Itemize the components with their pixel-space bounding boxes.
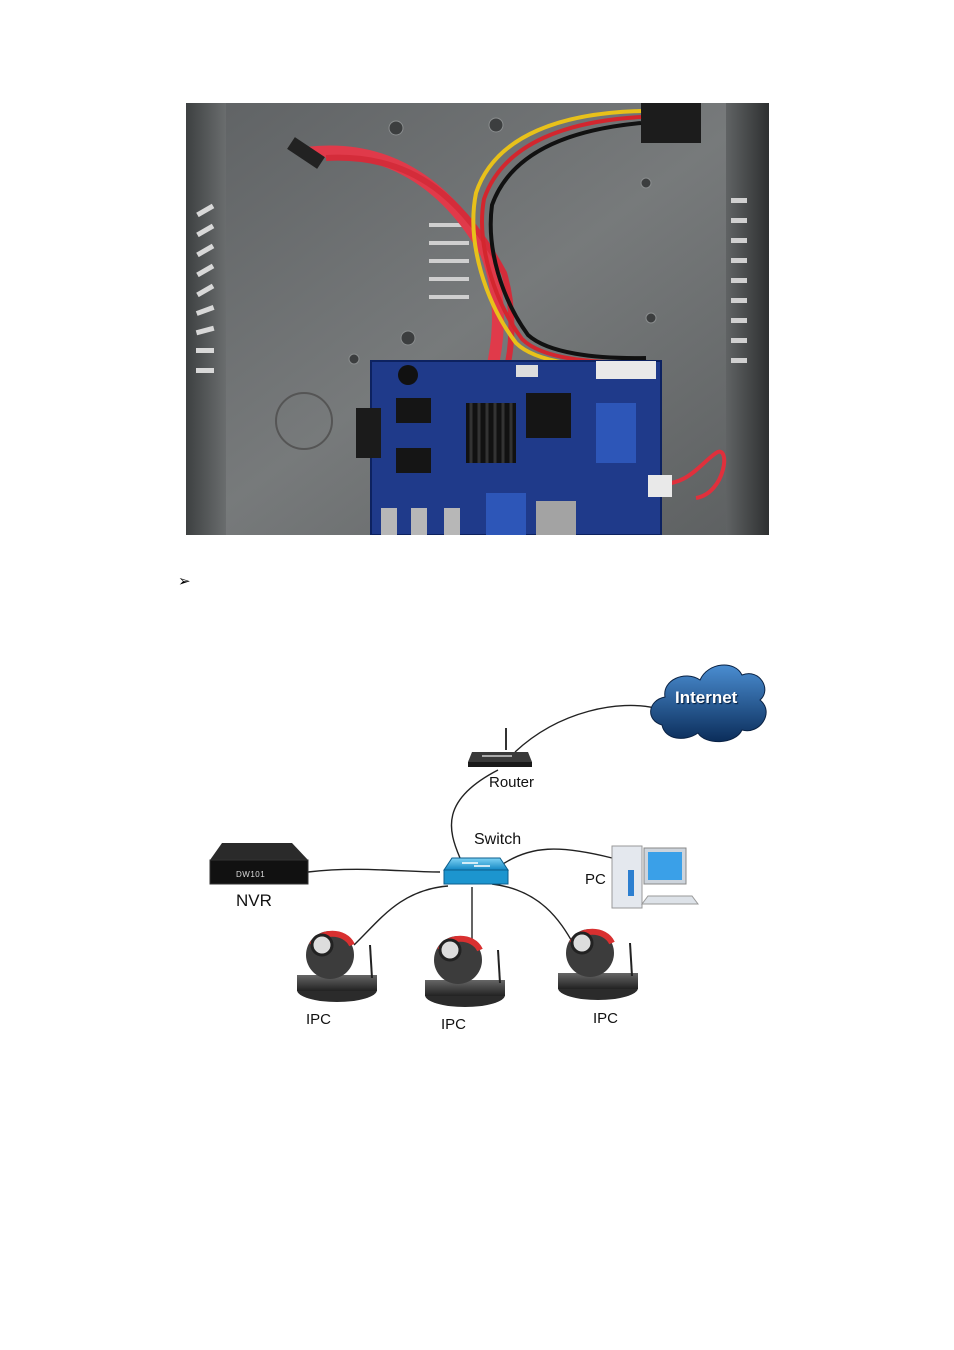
router-icon: [468, 728, 532, 767]
ipc-label: IPC: [441, 1016, 466, 1033]
nvr-device-text: DW101: [236, 870, 265, 879]
ipc-label: IPC: [306, 1011, 331, 1028]
ipc-camera-icon: [558, 929, 638, 1000]
link-router-internet: [515, 705, 655, 752]
nvr-circuit-board-photo-icon: [186, 103, 769, 535]
ipc-camera-icon: [297, 931, 377, 1002]
switch-label: Switch: [474, 831, 521, 849]
link-nvr-switch: [308, 869, 440, 872]
switch-icon: [444, 858, 508, 884]
network-diagram: [0, 640, 954, 1060]
pc-label: PC: [585, 871, 606, 888]
ipc-label: IPC: [593, 1010, 618, 1027]
pc-icon: [612, 846, 698, 908]
bullet-marker: ➢: [178, 572, 191, 590]
link-switch-ipc1: [354, 886, 448, 945]
link-switch-ipc3: [492, 884, 574, 945]
router-label: Router: [489, 774, 534, 791]
ipc-camera-icon: [425, 936, 505, 1007]
internet-label: Internet: [675, 688, 737, 708]
link-switch-pc: [500, 849, 612, 866]
nvr-label: NVR: [236, 891, 272, 911]
network-links: [308, 705, 655, 945]
nvr-board-photo: [186, 103, 769, 535]
